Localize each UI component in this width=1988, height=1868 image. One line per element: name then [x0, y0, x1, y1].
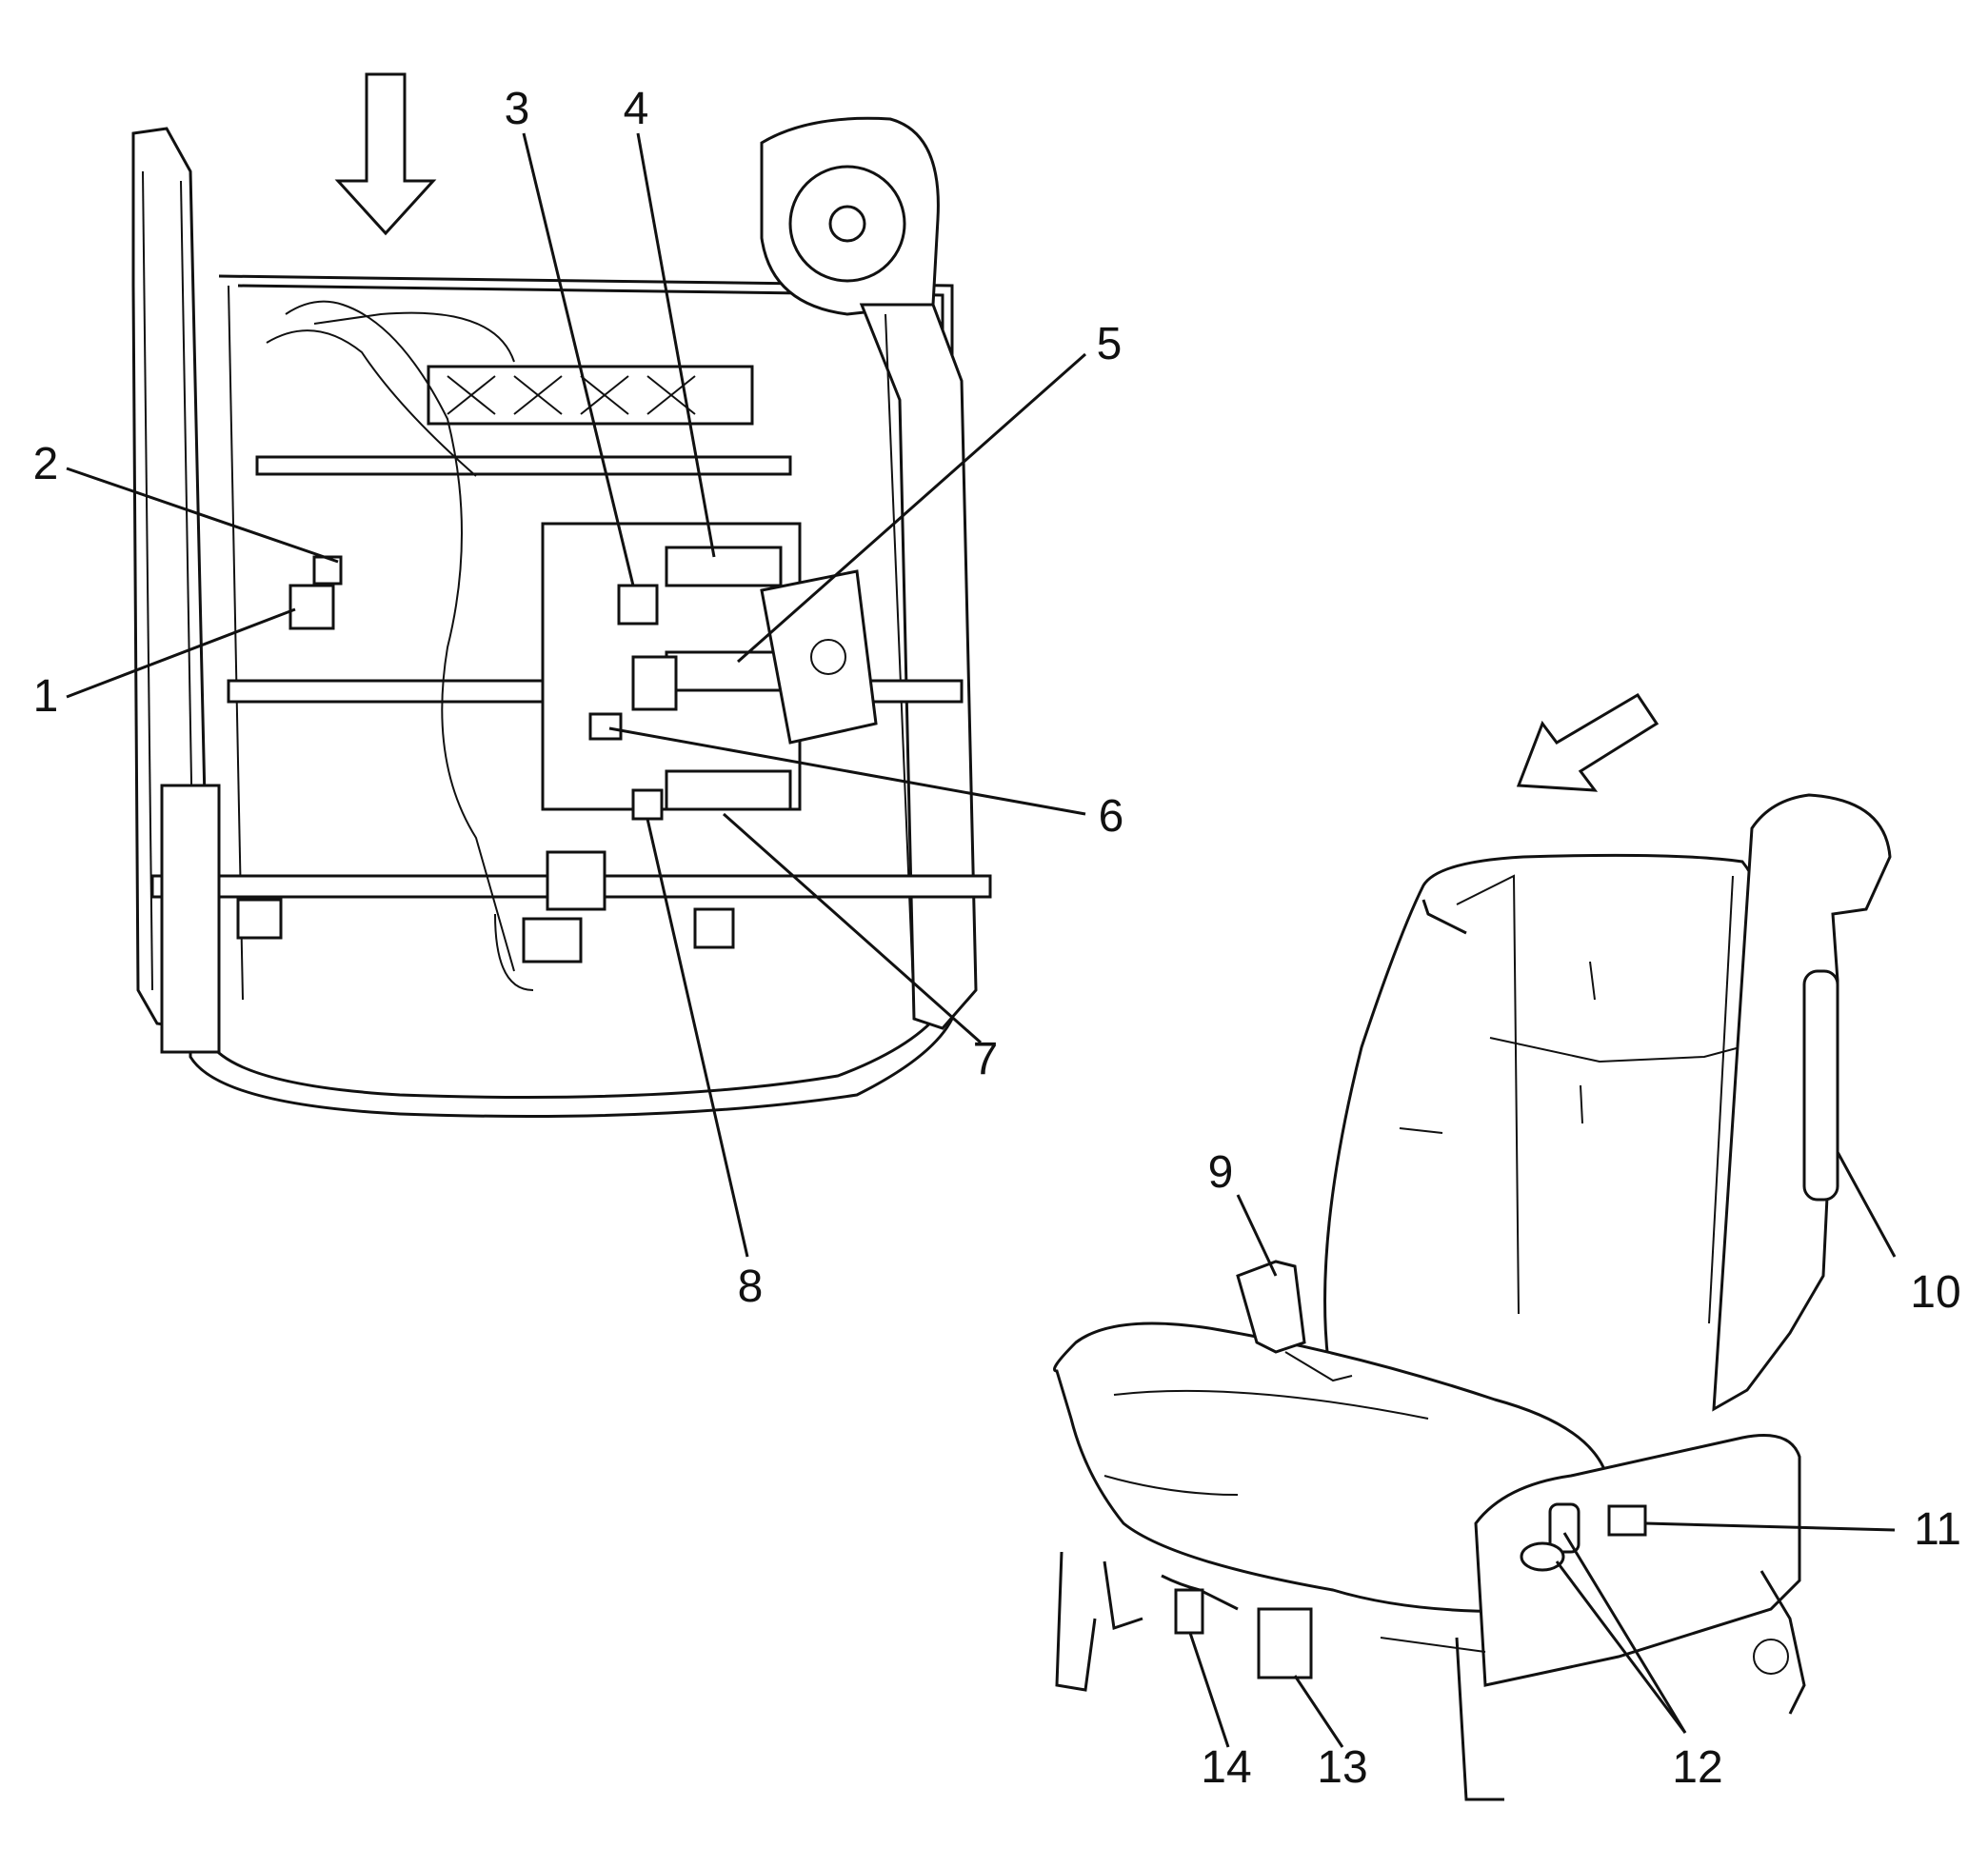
leader-14: [1188, 1632, 1230, 1748]
callout-2: 2: [32, 439, 59, 489]
side-airbag-trim: [1802, 969, 1839, 1202]
callout-3: 3: [504, 84, 530, 134]
leader-12a: [1562, 1532, 1687, 1734]
connector-1: [288, 584, 335, 630]
part-14: [1174, 1588, 1204, 1635]
leader-13: [1293, 1675, 1344, 1748]
callout-1: 1: [32, 671, 59, 722]
leader-6: [608, 726, 1086, 816]
leader-8: [646, 818, 749, 1258]
seat-perspective-view: [1053, 692, 1892, 1801]
seat-back: [1323, 853, 1782, 1362]
leader-10: [1836, 1151, 1897, 1258]
leader-4: [636, 132, 716, 558]
callout-10: 10: [1910, 1267, 1961, 1318]
callout-6: 6: [1098, 791, 1124, 842]
leader-1: [66, 607, 296, 699]
belt-tower: [1712, 793, 1892, 1412]
module-13: [1257, 1607, 1313, 1679]
callout-9: 9: [1207, 1147, 1234, 1198]
leader-12b: [1555, 1560, 1687, 1734]
leader-7: [723, 812, 982, 1044]
side-trim-panel: [1474, 1434, 1801, 1687]
callout-13: 13: [1317, 1742, 1368, 1793]
callout-8: 8: [737, 1262, 764, 1312]
recline-switch-11: [1607, 1504, 1647, 1537]
seat-frame-outline: [189, 274, 954, 1118]
leader-2: [66, 467, 339, 564]
callout-12: 12: [1672, 1742, 1723, 1793]
leader-3: [522, 132, 635, 586]
leader-lines: [66, 132, 1897, 1748]
recliner-hinge-top: [760, 116, 940, 316]
callout-5: 5: [1096, 319, 1123, 369]
leader-9: [1236, 1194, 1278, 1277]
seat-switch-12a: [1548, 1502, 1580, 1554]
seat-belt-buckle: [1236, 1260, 1306, 1354]
seat-spring-lattice: [427, 365, 754, 426]
leader-11: [1644, 1521, 1896, 1532]
connector-6: [588, 712, 623, 741]
callout-4: 4: [623, 84, 649, 134]
view-direction-arrow-diagonal: [1516, 692, 1660, 792]
connector-3: [617, 584, 659, 626]
wiring-harness: [266, 300, 515, 972]
view-direction-arrow-down: [334, 72, 437, 236]
connector-8: [631, 788, 664, 821]
callout-11: 11: [1914, 1504, 1961, 1555]
callout-14: 14: [1201, 1742, 1252, 1793]
leader-5: [737, 352, 1086, 664]
right-seat-rail: [859, 303, 978, 1030]
seat-switch-12b: [1520, 1541, 1565, 1572]
seat-underside-view: [131, 72, 992, 1118]
callout-7: 7: [972, 1034, 999, 1084]
